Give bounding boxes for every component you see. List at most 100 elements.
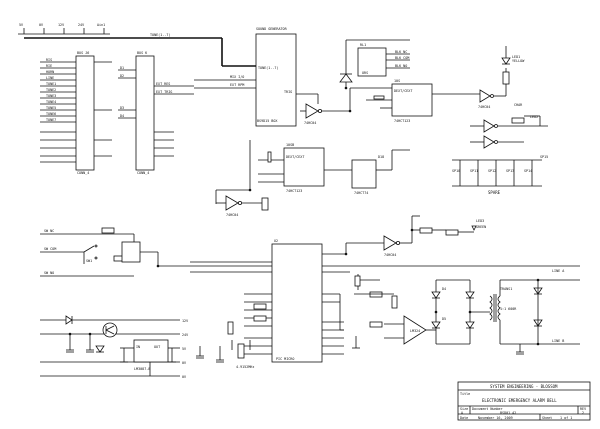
svg-text:5V: 5V bbox=[182, 347, 186, 351]
bus-connector-left: BUS J6 CONN_4 RIS RIE HORN LINE TONE1 TO… bbox=[40, 51, 112, 175]
bus-right-pin: EXT TRIG bbox=[156, 90, 172, 94]
power-label-12v: 12V bbox=[58, 23, 64, 27]
spare-label: SP15 bbox=[540, 155, 548, 159]
size-value: A bbox=[461, 411, 463, 415]
bus-left-pin: TONE5 bbox=[46, 106, 56, 110]
power-label-24v: 24V bbox=[78, 23, 84, 27]
power-label-0v: 0V bbox=[39, 23, 43, 27]
bus-left-pin: HORN bbox=[46, 70, 54, 74]
svg-text:0V: 0V bbox=[182, 375, 186, 379]
bus-left-pin: RIS bbox=[46, 58, 52, 62]
svg-text:74HC04: 74HC04 bbox=[478, 105, 490, 109]
green-led-stage: 74HC04 LED3 GREEN bbox=[345, 215, 580, 267]
regulator-label: LM3087-8 bbox=[134, 367, 150, 371]
opamp-stage: LM324 bbox=[339, 274, 436, 349]
inverter-gate: 74HC04 bbox=[300, 88, 351, 125]
svg-text:0V: 0V bbox=[182, 361, 186, 365]
relay-rl1: RL1 ORS BLK NC BLK COM BLK NO bbox=[339, 39, 410, 88]
power-label-ain1: Ain1 bbox=[97, 23, 105, 27]
flip-flop-ic: D18 74HCT74 bbox=[351, 149, 410, 195]
timer2-label: 10S bbox=[394, 79, 400, 83]
spare-caption: SPARE bbox=[488, 190, 501, 195]
svg-text:D4: D4 bbox=[442, 287, 446, 291]
led1-label: LED1 bbox=[512, 55, 520, 59]
relay-part: ORS bbox=[362, 71, 368, 75]
svg-text:74HC04: 74HC04 bbox=[384, 253, 396, 257]
date-value: November 16, 2009 bbox=[478, 416, 513, 420]
char-label: CHAR bbox=[514, 103, 523, 107]
svg-text:74HC04: 74HC04 bbox=[226, 213, 238, 217]
bus-left-label: BUS J6 bbox=[77, 51, 89, 55]
output-bridge: D4 D5 TRANS1 1:1 600R LINE A LINE B bbox=[431, 269, 580, 355]
sheet-label: Sheet bbox=[542, 416, 552, 420]
timer2-sub: DEXT/CEXT bbox=[394, 89, 412, 93]
svg-text:24V: 24V bbox=[182, 333, 188, 337]
bus-left-pin: RIE bbox=[46, 64, 52, 68]
timer1-label: 10SB bbox=[286, 143, 294, 147]
sound-generator-part: BS9D15 BOX bbox=[257, 119, 278, 123]
power-supply: IN OUT LM3087-8 12V 24V 5V 0V 0V bbox=[40, 315, 188, 379]
title-block: SYSTEM ENGINEERING - BLOSSOM Title ELECT… bbox=[457, 381, 591, 421]
sound-generator-pin-mix: MIX I/O bbox=[230, 75, 244, 79]
led-green-label: GREEN bbox=[476, 225, 486, 229]
spare-resistors: SP10 SP11 SP12 SP13 SP14 SP15 SPARE bbox=[452, 155, 548, 195]
transformer-ratio: 1:1 600R bbox=[500, 307, 517, 311]
input-sw-com: SW COM bbox=[44, 247, 56, 251]
power-label-5v: 5V bbox=[19, 23, 23, 27]
bus-right-label: BUS K bbox=[137, 51, 148, 55]
mcu-label: U2 bbox=[274, 239, 278, 243]
timer-ic-2: 10S DEXT/CEXT 74HCT123 bbox=[350, 79, 482, 123]
bus-left-part: CONN_4 bbox=[77, 171, 89, 175]
input-sw-no: SW NO bbox=[44, 271, 54, 275]
power-rails: 5V 0V 12V 24V Ain1 TONE(1..7) bbox=[18, 23, 223, 66]
bus-right-pin: EXT RES bbox=[156, 82, 170, 86]
bus-left-pin: TONE4 bbox=[46, 100, 56, 104]
date-label: Date bbox=[460, 416, 468, 420]
output-line-a: LINE A bbox=[552, 269, 564, 273]
bus-left-pin: LINE bbox=[46, 76, 54, 80]
sound-generator-pin-tone: TONE(1..7) bbox=[258, 66, 278, 70]
output-line-b: LINE B bbox=[552, 339, 564, 343]
svg-text:BLK COM: BLK COM bbox=[395, 56, 409, 60]
rev-label: REV bbox=[580, 407, 586, 411]
title-field-label: Title bbox=[460, 392, 470, 396]
input-sw-nc: SW NC bbox=[44, 229, 54, 233]
bus-right-pin: D3 bbox=[120, 106, 124, 110]
sound-generator-pin-trig: TRIG bbox=[284, 90, 292, 94]
bus-left-pin: TONE7 bbox=[46, 118, 56, 122]
company-name: SYSTEM ENGINEERING - BLOSSOM bbox=[490, 384, 558, 389]
transformer-label: TRANS1 bbox=[500, 287, 512, 291]
mcu-part: PIC MICRO bbox=[276, 357, 294, 361]
inverter-label: 74HC04 bbox=[304, 121, 316, 125]
sound-generator-title: SOUND GENERATOR bbox=[256, 27, 288, 31]
svg-text:LED3: LED3 bbox=[476, 219, 484, 223]
svg-text:12V: 12V bbox=[182, 319, 188, 323]
bus-right-part: CONN_4 bbox=[137, 171, 149, 175]
size-label: Size bbox=[460, 407, 468, 411]
svg-text:BLK NO: BLK NO bbox=[395, 64, 407, 68]
sound-generator-ic: SOUND GENERATOR BS9D15 BOX TONE(1..7) MI… bbox=[194, 27, 319, 127]
timer1-sub: DEXT/CEXT bbox=[286, 155, 304, 159]
tone-bus-label: TONE(1..7) bbox=[150, 33, 170, 37]
flip-flop-label: D18 bbox=[378, 155, 384, 159]
bus-left-pin: TONE6 bbox=[46, 112, 56, 116]
timer1-part: 74HCT123 bbox=[286, 189, 302, 193]
spare-label: SP13 bbox=[506, 169, 514, 173]
relay-label: RL1 bbox=[360, 43, 366, 47]
spare-label: SP12 bbox=[488, 169, 496, 173]
svg-text:BLK NC: BLK NC bbox=[395, 50, 407, 54]
timer2-part: 74HCT123 bbox=[394, 119, 410, 123]
led1-color: YELLOW bbox=[512, 59, 525, 63]
inverter-gate-mid: 74HC04 bbox=[216, 195, 269, 217]
switch-inputs: SW NC SW COM SW NO SW1 bbox=[40, 227, 190, 277]
junction-dots bbox=[68, 86, 540, 346]
clock-circuit: 4.9152MHz bbox=[196, 340, 254, 369]
svg-text:D5: D5 bbox=[442, 317, 446, 321]
led-driver-network: 74HC04 LED1 YELLOW CHAR LED2 bbox=[470, 46, 548, 149]
bus-connector-right: BUS K CONN_4 D1 D2 EXT RES EXT TRIG D3 D… bbox=[118, 51, 194, 175]
bus-right-pin: D1 bbox=[120, 66, 124, 70]
rev-value: 2 bbox=[582, 411, 584, 415]
bus-left-pin: TONE3 bbox=[46, 94, 56, 98]
